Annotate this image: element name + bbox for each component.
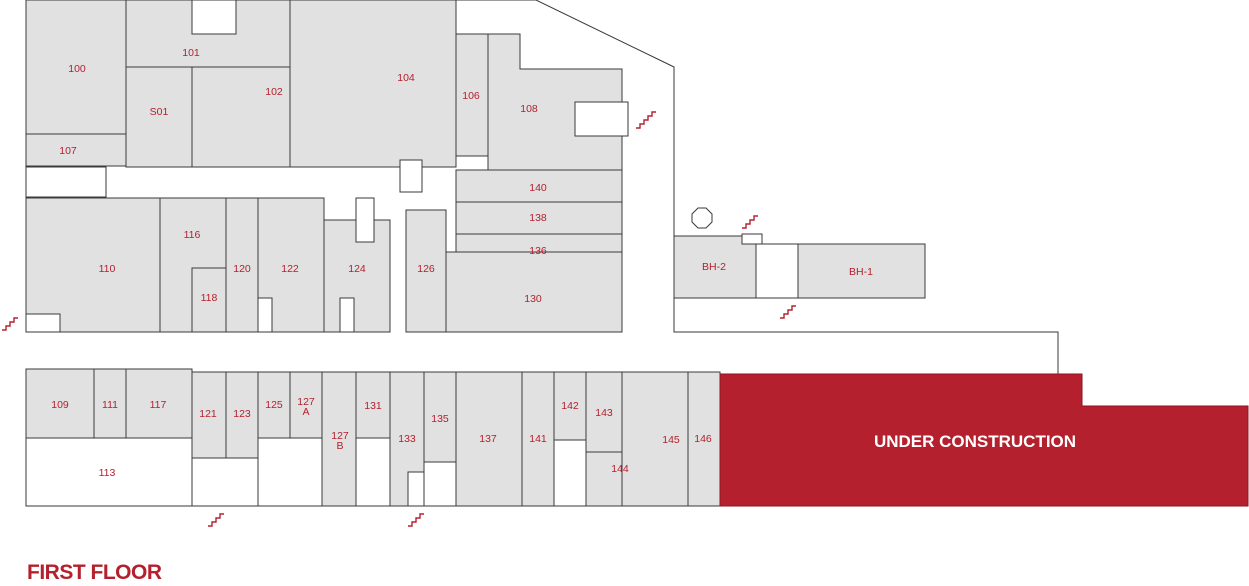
room-141[interactable] [521, 371, 555, 507]
building-outline [26, 0, 1059, 374]
room-label: 109 [51, 399, 69, 411]
room-label: 138 [529, 212, 547, 224]
room-113[interactable] [25, 437, 193, 507]
small-blank-1 [25, 313, 61, 333]
small-blank-2 [257, 297, 273, 333]
room-label: B [336, 440, 343, 452]
room-label: 102 [265, 86, 283, 98]
room-106[interactable] [455, 33, 489, 157]
room-label: 136 [529, 245, 547, 257]
room-107[interactable] [25, 133, 127, 167]
room-label: 135 [431, 413, 449, 425]
small-blank-3 [339, 297, 355, 333]
room-label: 146 [694, 433, 712, 445]
room-label: 126 [417, 263, 435, 275]
lower-blank-1 [191, 457, 259, 507]
room-label: 106 [462, 90, 480, 102]
room-120[interactable] [225, 197, 259, 333]
room-label: 123 [233, 408, 251, 420]
room-131[interactable] [355, 371, 391, 439]
stairs-icon [780, 305, 796, 319]
room-label: A [302, 406, 309, 418]
room-label: 125 [265, 399, 283, 411]
room-label: 116 [184, 229, 201, 241]
room-130[interactable] [445, 251, 623, 333]
room-label: 144 [611, 463, 629, 475]
lower-block [25, 368, 721, 507]
stairs-icons [2, 111, 796, 527]
upper-block [25, 0, 629, 333]
room-label: 142 [561, 400, 579, 412]
room-104[interactable] [289, 0, 457, 168]
room-label: 111 [102, 399, 118, 411]
corridor-box-2 [355, 197, 375, 243]
stairs-icon [636, 111, 656, 129]
room-label: S01 [150, 106, 169, 118]
lower-blank-6 [407, 471, 425, 507]
lower-blank-3 [355, 437, 391, 507]
east-wing [673, 207, 926, 299]
room-125[interactable] [257, 371, 291, 439]
lower-blank-4 [423, 461, 457, 507]
stairs-icon [408, 513, 424, 527]
room-label: 107 [59, 145, 77, 157]
room-121[interactable] [191, 371, 227, 459]
under-construction-label: UNDER CONSTRUCTION [874, 432, 1076, 451]
room-123[interactable] [225, 371, 259, 459]
room-145[interactable] [621, 371, 689, 507]
room-S01[interactable] [125, 66, 193, 168]
room-label: 141 [529, 433, 547, 445]
under-construction-zone [719, 373, 1249, 507]
lower-blank-2 [257, 437, 323, 507]
closet-blank [191, 0, 237, 35]
room-118[interactable] [191, 267, 227, 333]
octagon-marker-icon [691, 207, 713, 229]
room-126[interactable] [405, 209, 447, 333]
corridor-box-1 [25, 166, 107, 198]
bh-stair-box [741, 233, 763, 245]
stairs-icon [2, 317, 18, 331]
room-label: 124 [348, 263, 366, 275]
room-label: 101 [182, 47, 200, 59]
room-117[interactable] [125, 368, 193, 439]
room-label: BH-2 [702, 261, 726, 273]
room-label: 122 [281, 263, 299, 275]
room-143[interactable] [585, 371, 623, 453]
room-label: 110 [99, 263, 116, 275]
lower-blank-5 [553, 439, 587, 507]
room-label: 127 [331, 430, 349, 442]
room-label: 121 [199, 408, 217, 420]
room-label: 118 [201, 292, 218, 304]
room-label: 120 [233, 263, 251, 275]
room-labels: 100 101 102 104 106 107 108 S01 110 116 … [51, 47, 873, 479]
room-label: 104 [397, 72, 415, 84]
room-140[interactable] [455, 169, 623, 203]
room-label: 143 [595, 407, 613, 419]
room-label: 145 [662, 434, 680, 446]
room-label: 108 [520, 103, 538, 115]
room-label: BH-1 [849, 266, 873, 278]
room-label: 130 [524, 293, 542, 305]
room-label: 133 [398, 433, 416, 445]
room-109[interactable] [25, 368, 95, 439]
room-137[interactable] [455, 371, 523, 507]
bh-passage [755, 243, 799, 299]
corridor-box-3 [399, 159, 423, 193]
room-label: 100 [68, 63, 86, 75]
floor-title: FIRST FLOOR [27, 561, 162, 584]
room-146[interactable] [687, 371, 721, 507]
stair-box [574, 101, 629, 137]
room-label: 127 [297, 396, 315, 408]
room-BH-2[interactable] [673, 235, 757, 299]
stairs-icon [742, 215, 758, 229]
room-label: 117 [150, 399, 167, 411]
room-label: 113 [99, 467, 116, 479]
room-label: 131 [364, 400, 382, 412]
room-110[interactable] [25, 197, 161, 333]
room-label: 140 [529, 182, 547, 194]
stairs-icon [208, 513, 224, 527]
room-label: 137 [479, 433, 497, 445]
